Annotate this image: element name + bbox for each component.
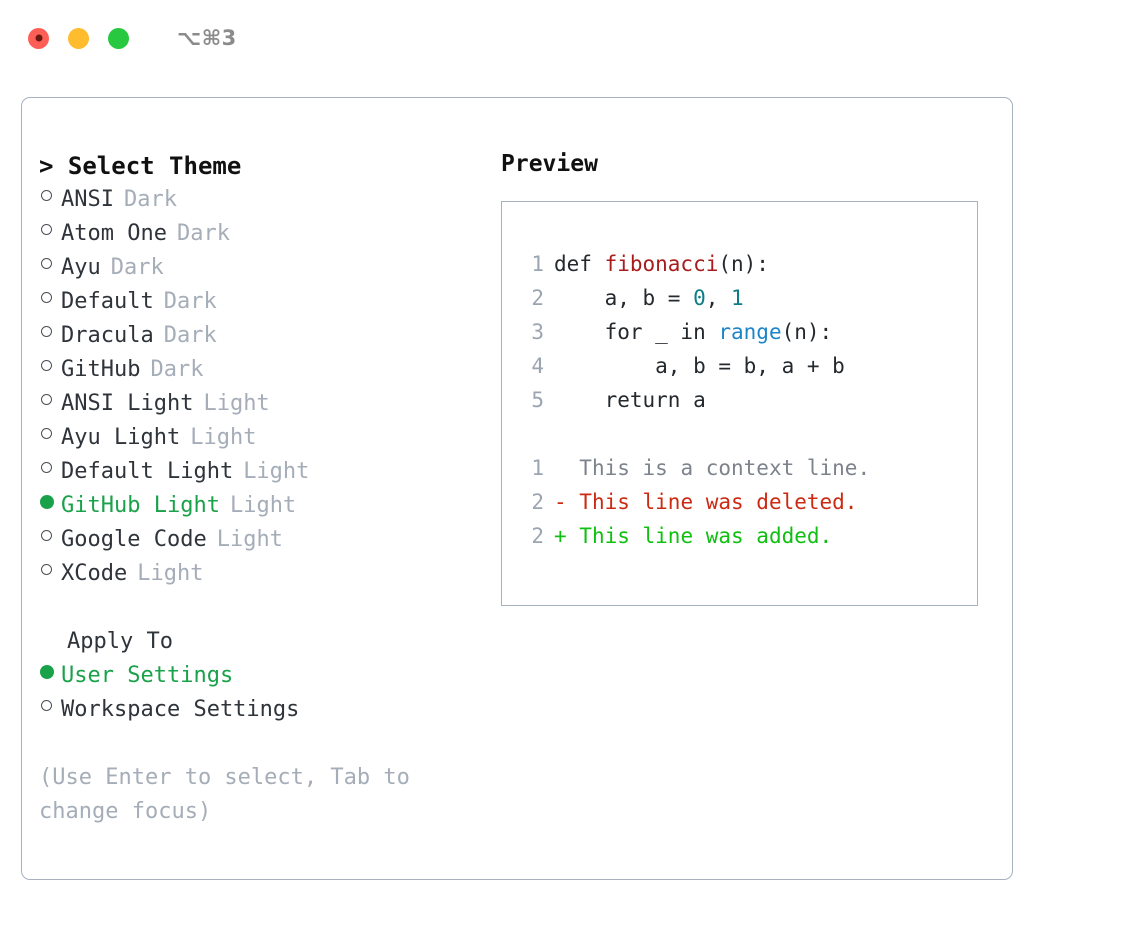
minimize-button[interactable]	[68, 27, 89, 49]
theme-variant-label: Dark	[163, 323, 217, 348]
theme-option[interactable]: Ayu Light Light	[39, 421, 497, 455]
window-controls	[28, 27, 129, 49]
select-theme-heading: > Select Theme	[39, 152, 242, 180]
theme-option[interactable]: Google Code Light	[39, 523, 497, 557]
code-token: 0	[693, 286, 706, 310]
theme-variant-label: Dark	[163, 289, 217, 314]
theme-option[interactable]: Ayu Dark	[39, 251, 497, 285]
preview-heading: Preview	[501, 151, 598, 177]
theme-variant-label: Dark	[110, 255, 164, 280]
close-button[interactable]	[28, 27, 49, 49]
code-line-text: def fibonacci(n):	[554, 247, 769, 281]
title-bar: ⌥⌘3	[0, 0, 1140, 76]
keyboard-shortcut-label: ⌥⌘3	[177, 26, 237, 50]
theme-option[interactable]: GitHub Light Light	[39, 489, 497, 523]
code-line-text: a, b = b, a + b	[554, 349, 845, 383]
code-line-text: return a	[554, 383, 706, 417]
code-token: (n):	[718, 252, 769, 276]
theme-variant-label: Light	[216, 527, 283, 552]
theme-variant-label: Light	[243, 459, 310, 484]
theme-option[interactable]: GitHub Dark	[39, 353, 497, 387]
diff-line-text: This is a context line.	[579, 456, 871, 480]
theme-option-label: Atom One	[61, 221, 167, 246]
theme-variant-label: Dark	[176, 221, 230, 246]
theme-option-label: GitHub	[61, 357, 141, 382]
theme-option-label: ANSI	[61, 187, 114, 212]
theme-option[interactable]: ANSI Dark	[39, 183, 497, 217]
code-token: a, b = b, a + b	[554, 354, 845, 378]
theme-variant-label: Dark	[150, 357, 204, 382]
line-number: 4	[531, 354, 544, 378]
keyboard-hint-text: (Use Enter to select, Tab to change focu…	[39, 765, 424, 824]
theme-option[interactable]: Default Light Light	[39, 455, 497, 489]
code-token: fibonacci	[604, 252, 719, 276]
theme-option[interactable]: ANSI Light Light	[39, 387, 497, 421]
theme-option-label: ANSI Light	[61, 391, 194, 416]
line-number: 2	[531, 286, 544, 310]
diff-sample: 1 This is a context line.2- This line wa…	[518, 451, 977, 553]
theme-option[interactable]: Default Dark	[39, 285, 497, 319]
line-number: 1	[531, 252, 544, 276]
diff-line: 2 + This line was added.	[518, 519, 977, 553]
theme-variant-label: Dark	[123, 187, 177, 212]
theme-variant-label: Light	[137, 561, 204, 586]
code-line: 3 for _ in range(n):	[518, 315, 977, 349]
diff-marker: -	[554, 490, 580, 514]
maximize-button[interactable]	[108, 27, 129, 49]
theme-option[interactable]: XCode Light	[39, 557, 497, 591]
code-token: 1	[731, 286, 744, 310]
code-token: range	[718, 320, 782, 344]
apply-to-heading: Apply To	[67, 629, 173, 654]
theme-option-label: XCode	[61, 561, 128, 586]
theme-variant-label: Light	[190, 425, 257, 450]
code-token: (n):	[781, 320, 833, 344]
apply-to-option[interactable]: User Settings	[39, 659, 497, 693]
theme-option-label: Default	[61, 289, 154, 314]
theme-option-label: Ayu	[61, 255, 101, 280]
diff-line-text: This line was deleted.	[579, 490, 858, 514]
theme-option-label: GitHub Light	[61, 493, 220, 518]
code-line: 4 a, b = b, a + b	[518, 349, 977, 383]
theme-option[interactable]: Atom One Dark	[39, 217, 497, 251]
apply-to-option[interactable]: Workspace Settings	[39, 693, 497, 727]
line-number: 3	[531, 320, 544, 344]
code-token: for _ in	[554, 320, 719, 344]
code-diff-separator	[518, 417, 977, 451]
code-line: 1 def fibonacci(n):	[518, 247, 977, 281]
code-token: return a	[554, 388, 706, 412]
theme-variant-label: Light	[229, 493, 297, 518]
line-number: 2	[531, 524, 544, 548]
line-number: 2	[531, 490, 544, 514]
apply-to-option-label: Workspace Settings	[61, 697, 300, 722]
theme-variant-label: Light	[203, 391, 270, 416]
theme-option-label: Dracula	[61, 323, 154, 348]
theme-option-label: Default Light	[61, 459, 234, 484]
code-line-text: for _ in range(n):	[554, 315, 833, 349]
line-number: 1	[531, 456, 544, 480]
diff-line-text: This line was added.	[579, 524, 833, 548]
diff-line: 2- This line was deleted.	[518, 485, 977, 519]
code-token: def	[554, 252, 605, 276]
diff-line: 1 This is a context line.	[518, 451, 977, 485]
diff-marker: +	[554, 524, 580, 548]
list-spacer	[39, 591, 497, 625]
theme-option-label: Ayu Light	[61, 425, 181, 450]
apply-to-option-label: User Settings	[61, 663, 234, 688]
diff-marker	[554, 451, 579, 485]
code-line: 2 a, b = 0, 1	[518, 281, 977, 315]
theme-option-label: Google Code	[61, 527, 207, 552]
code-token: ,	[705, 286, 732, 310]
line-number: 5	[531, 388, 544, 412]
code-line: 5 return a	[518, 383, 977, 417]
code-line-text: a, b = 0, 1	[554, 281, 744, 315]
theme-option[interactable]: Dracula Dark	[39, 319, 497, 353]
code-token: a, b =	[554, 286, 694, 310]
